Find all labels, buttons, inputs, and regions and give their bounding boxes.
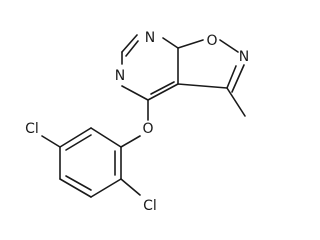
pyrimidine-ring [121, 34, 179, 101]
atom-cl-bottom: Cl [143, 198, 157, 214]
atom-n-isoxazole: N [239, 49, 249, 65]
atom-n-pyrimidine-left: N [115, 68, 125, 84]
ether-linkage [120, 99, 149, 148]
atom-n-pyrimidine-top: N [145, 30, 155, 46]
atom-o-ether: O [142, 121, 153, 137]
atom-o-isoxazole: O [206, 33, 217, 49]
atom-cl-top: Cl [25, 121, 39, 137]
molecule-canvas: N N O N O Cl Cl [25, 30, 249, 214]
structure-drawing: N N O N O Cl Cl [25, 30, 249, 214]
isoxazole-ring [177, 39, 246, 117]
dichlorophenyl-ring [41, 127, 141, 198]
